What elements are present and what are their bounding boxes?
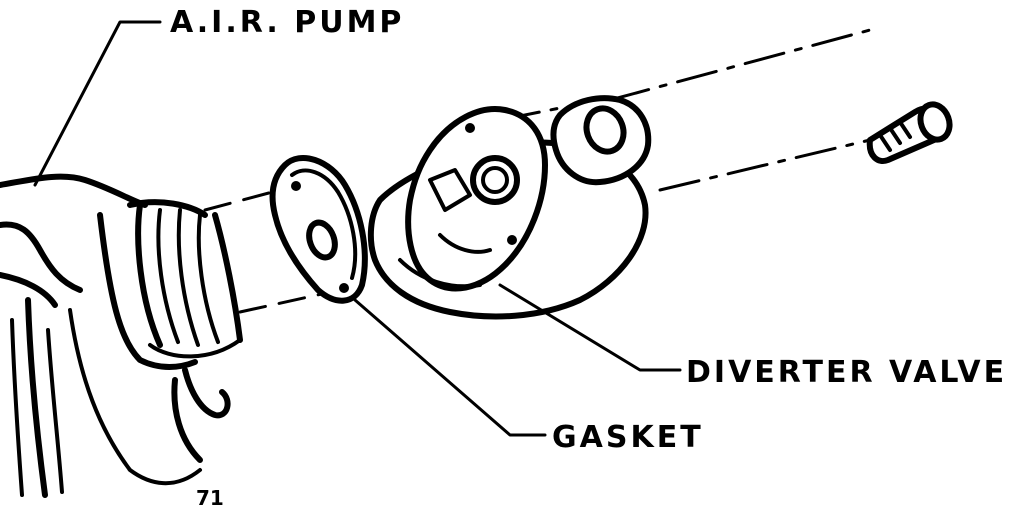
diverter-valve-drawing	[367, 95, 682, 372]
air-pump-label: A.I.R. PUMP	[170, 5, 404, 40]
gasket-label: GASKET	[552, 420, 704, 455]
diverter-valve-label: DIVERTER VALVE	[686, 355, 1007, 390]
gasket-drawing	[269, 154, 547, 437]
bolt-drawing	[866, 101, 953, 164]
figure-code: 71	[196, 486, 224, 510]
air-pump-drawing	[0, 20, 243, 498]
